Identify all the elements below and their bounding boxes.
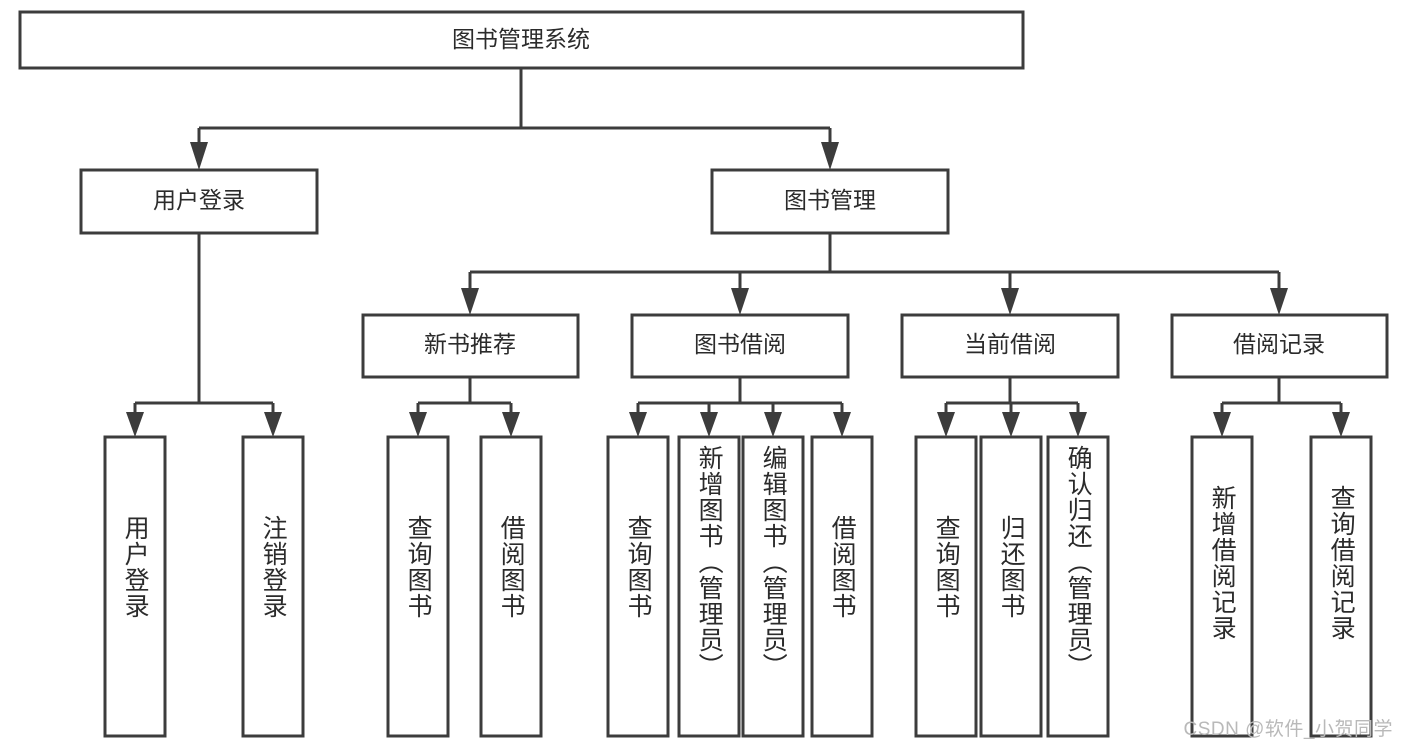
arrowhead-borrow-l4 bbox=[833, 412, 851, 437]
node-root-system-label: 图书管理系统 bbox=[452, 26, 590, 52]
arrowhead-record-l2 bbox=[1332, 412, 1350, 437]
node-new-book-recommend-label: 新书推荐 bbox=[424, 331, 516, 357]
arrowhead-borrow-l3 bbox=[764, 412, 782, 437]
leaf-logout[interactable] bbox=[241, 435, 305, 738]
arrowhead-root-to-user-login bbox=[190, 142, 208, 170]
arrowhead-current-l3 bbox=[1069, 412, 1087, 437]
leaf-add-borrow-record[interactable] bbox=[1190, 435, 1254, 738]
arrowhead-to-record bbox=[1270, 288, 1288, 315]
node-book-management[interactable] bbox=[710, 168, 950, 235]
arrowhead-newbook-l2 bbox=[502, 412, 520, 437]
arrowhead-userlogin-l2 bbox=[264, 412, 282, 437]
arrowhead-root-to-book-mgmt bbox=[821, 142, 839, 170]
arrowhead-current-l1 bbox=[937, 412, 955, 437]
node-book-management-label: 图书管理 bbox=[784, 187, 876, 213]
leaf-user-login[interactable] bbox=[103, 435, 167, 738]
leaf-query-book-current[interactable] bbox=[914, 435, 978, 738]
leaf-edit-book-admin[interactable] bbox=[741, 435, 805, 738]
arrowhead-userlogin-l1 bbox=[126, 412, 144, 437]
leaf-query-borrow-record[interactable] bbox=[1309, 435, 1373, 738]
node-current-borrow-label: 当前借阅 bbox=[964, 331, 1056, 357]
arrowhead-record-l1 bbox=[1213, 412, 1231, 437]
node-root-system[interactable] bbox=[18, 10, 1025, 70]
watermark-text: CSDN @软件_小贺同学 bbox=[1183, 719, 1393, 740]
leaf-query-book-newbook[interactable] bbox=[386, 435, 450, 738]
arrowhead-newbook-l1 bbox=[409, 412, 427, 437]
arrowhead-borrow-l1 bbox=[629, 412, 647, 437]
node-layer: 图书管理系统 用户登录 图书管理 新书推荐 图书借阅 当前借阅 借阅记录 bbox=[18, 10, 1389, 738]
arrowhead-borrow-l2 bbox=[700, 412, 718, 437]
leaf-query-book-borrow[interactable] bbox=[606, 435, 670, 738]
arrowhead-to-newbook bbox=[461, 288, 479, 315]
leaf-add-book-admin[interactable] bbox=[677, 435, 741, 738]
node-borrow-record-label: 借阅记录 bbox=[1233, 331, 1325, 357]
leaf-borrow-book-newbook[interactable] bbox=[479, 435, 543, 738]
node-new-book-recommend[interactable] bbox=[361, 313, 580, 379]
node-book-borrow[interactable] bbox=[630, 313, 850, 379]
leaf-return-book[interactable] bbox=[979, 435, 1043, 738]
leaf-confirm-return-admin[interactable] bbox=[1046, 435, 1110, 738]
arrowhead-to-current bbox=[1001, 288, 1019, 315]
node-user-login-label: 用户登录 bbox=[153, 187, 245, 213]
node-book-borrow-label: 图书借阅 bbox=[694, 331, 786, 357]
node-borrow-record[interactable] bbox=[1170, 313, 1389, 379]
node-current-borrow[interactable] bbox=[900, 313, 1120, 379]
arrowhead-to-borrow bbox=[731, 288, 749, 315]
connector-layer bbox=[126, 68, 1350, 437]
leaf-borrow-book[interactable] bbox=[810, 435, 874, 738]
arrowhead-current-l2 bbox=[1002, 412, 1020, 437]
node-user-login[interactable] bbox=[79, 168, 319, 235]
